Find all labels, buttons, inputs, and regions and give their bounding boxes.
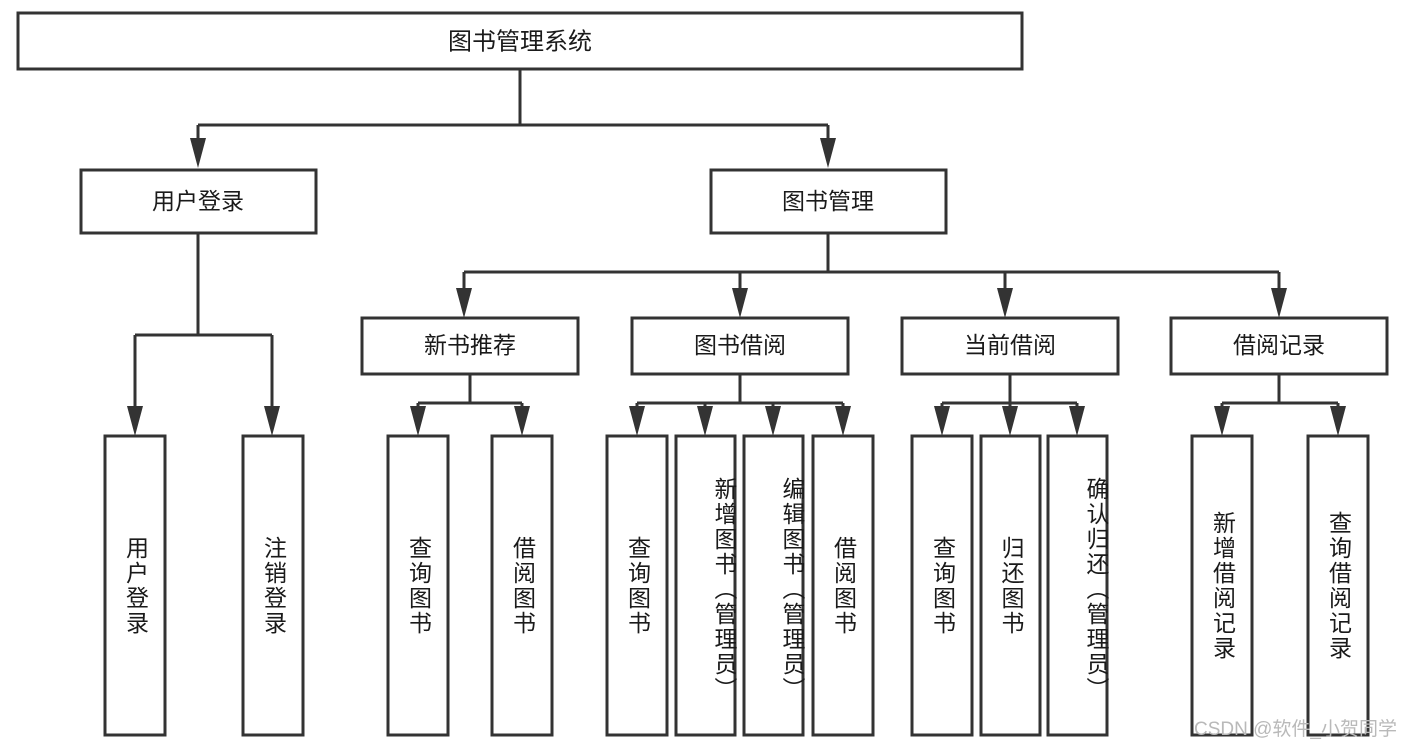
arrow-new-book-rec-leaf-3 (410, 406, 426, 436)
nodes-layer: 图书管理系统 用户登录 图书管理 新书推荐 图书借阅 当前 (16, 11, 1389, 737)
arrow-borrow-record-leaf-12 (1214, 406, 1230, 436)
arrow-user-login-leaf-1 (127, 406, 143, 436)
node-leaf-13-box[interactable] (1306, 434, 1370, 737)
edges-layer (127, 69, 1346, 436)
node-new-book-rec-label: 新书推荐 (424, 332, 516, 358)
arrow-root-to-book-manage (820, 138, 836, 168)
node-user-login-label: 用户登录 (152, 188, 244, 214)
node-user-login-box[interactable] (79, 168, 318, 235)
node-user-login[interactable]: 用户登录 (79, 168, 318, 235)
arrow-borrow-record-leaf-13 (1330, 406, 1346, 436)
node-current-borrow[interactable]: 当前借阅 (900, 316, 1120, 376)
node-leaf-3-box[interactable] (386, 434, 450, 737)
node-book-manage[interactable]: 图书管理 (709, 168, 948, 235)
node-book-manage-label: 图书管理 (782, 188, 874, 214)
node-borrow-record-box[interactable] (1169, 316, 1389, 376)
arrow-user-login-leaf-2 (264, 406, 280, 436)
node-borrow-record-label: 借阅记录 (1233, 332, 1325, 358)
node-new-book-rec[interactable]: 新书推荐 (360, 316, 580, 376)
node-book-borrow[interactable]: 图书借阅 (630, 316, 850, 376)
node-book-borrow-label: 图书借阅 (694, 332, 786, 358)
node-leaf-7-box[interactable] (742, 434, 805, 737)
node-root-label: 图书管理系统 (448, 28, 592, 55)
arrow-current-borrow-leaf-10 (1002, 406, 1018, 436)
node-leaf-11-box[interactable] (1046, 434, 1109, 737)
arrow-current-borrow-leaf-11 (1069, 406, 1085, 436)
arrow-root-to-user-login (190, 138, 206, 168)
arrow-current-borrow-leaf-9 (934, 406, 950, 436)
arrow-book-manage-current-borrow (997, 288, 1013, 318)
node-current-borrow-label: 当前借阅 (964, 332, 1056, 358)
node-leaf-10-box[interactable] (979, 434, 1042, 737)
node-borrow-record[interactable]: 借阅记录 (1169, 316, 1389, 376)
node-book-borrow-box[interactable] (630, 316, 850, 376)
arrow-book-manage-book-borrow (732, 288, 748, 318)
node-leaf-6-box[interactable] (674, 434, 737, 737)
arrow-book-manage-new-book-rec (456, 288, 472, 318)
node-new-book-rec-box[interactable] (360, 316, 580, 376)
node-root-box[interactable] (16, 11, 1024, 71)
arrow-book-borrow-leaf-5 (629, 406, 645, 436)
arrow-book-borrow-leaf-8 (835, 406, 851, 436)
node-book-manage-box[interactable] (709, 168, 948, 235)
arrow-book-borrow-leaf-7 (765, 406, 781, 436)
arrow-book-borrow-leaf-6 (697, 406, 713, 436)
arrow-book-manage-borrow-record (1271, 288, 1287, 318)
node-leaf-9-box[interactable] (910, 434, 974, 737)
node-leaf-2-box[interactable] (241, 434, 305, 737)
node-current-borrow-box[interactable] (900, 316, 1120, 376)
node-leaf-12-box[interactable] (1190, 434, 1254, 737)
node-leaf-8-box[interactable] (811, 434, 875, 737)
node-leaf-5-box[interactable] (605, 434, 669, 737)
node-leaf-1-box[interactable] (103, 434, 167, 737)
node-root[interactable]: 图书管理系统 (16, 11, 1024, 71)
csdn-watermark: CSDN @软件_小贺同学 (1194, 719, 1397, 740)
node-leaf-4-box[interactable] (490, 434, 554, 737)
arrow-new-book-rec-leaf-4 (514, 406, 530, 436)
